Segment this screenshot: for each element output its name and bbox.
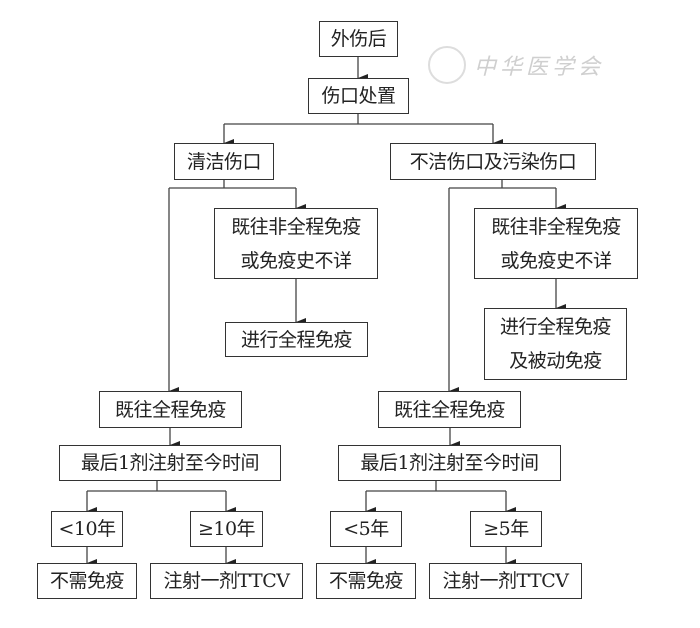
watermark-text: 中华医学会 xyxy=(474,55,605,80)
node-right-inject: 注射一剂TTCV xyxy=(429,563,582,599)
watermark: 中华医学会 xyxy=(428,46,604,84)
line-1: 既往非全程免疫 xyxy=(491,215,621,238)
node-clean-wound: 清洁伤口 xyxy=(174,143,274,180)
node-right-last-dose: 最后1剂注射至今时间 xyxy=(338,445,561,481)
node-right-no-need: 不需免疫 xyxy=(316,563,416,599)
node-left-inject: 注射一剂TTCV xyxy=(150,563,303,599)
node-left-full-course: 进行全程免疫 xyxy=(225,322,368,357)
node-left-complete: 既往全程免疫 xyxy=(99,391,242,428)
node-root: 外伤后 xyxy=(319,21,398,57)
node-dirty-wound: 不洁伤口及污染伤口 xyxy=(390,143,596,180)
split-left-years xyxy=(87,481,226,492)
node-wound-care: 伤口处置 xyxy=(308,78,409,114)
node-left-incomplete: 既往非全程免疫 或免疫史不详 xyxy=(214,208,378,279)
split-right-years xyxy=(366,481,506,492)
node-right-lt5: <5年 xyxy=(330,511,402,547)
node-right-full-passive: 进行全程免疫 及被动免疫 xyxy=(484,308,627,380)
line-1: 进行全程免疫 xyxy=(499,316,612,338)
line-2: 或免疫史不详 xyxy=(500,249,612,272)
node-left-lt10: <10年 xyxy=(51,511,123,547)
line-2: 或免疫史不详 xyxy=(240,249,352,272)
node-right-incomplete: 既往非全程免疫 或免疫史不详 xyxy=(474,208,638,279)
node-right-ge5: ≥5年 xyxy=(470,511,542,547)
line-2: 及被动免疫 xyxy=(509,350,602,372)
seal-icon xyxy=(428,46,466,84)
node-left-no-need: 不需免疫 xyxy=(37,563,137,599)
node-right-complete: 既往全程免疫 xyxy=(378,391,521,428)
line-1: 既往非全程免疫 xyxy=(231,215,361,238)
split-clean xyxy=(169,180,296,189)
node-left-last-dose: 最后1剂注射至今时间 xyxy=(59,445,281,481)
node-left-ge10: ≥10年 xyxy=(190,511,263,547)
split-care xyxy=(224,114,493,125)
split-dirty xyxy=(449,180,556,189)
